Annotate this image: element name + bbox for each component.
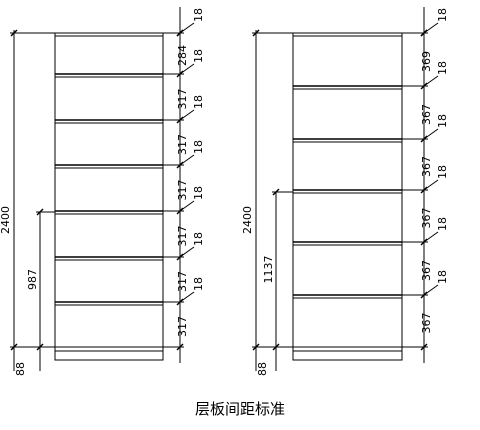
right_cabinet-thickness-leader-6 (423, 284, 439, 296)
left_cabinet-board-thickness-label-3: 18 (192, 95, 205, 109)
right_cabinet-lower-height-label: 1137 (262, 256, 275, 284)
right_cabinet-thickness-leader-4 (423, 179, 439, 191)
left_cabinet-shelf-spacing-label-3: 317 (176, 134, 189, 155)
left_cabinet-thickness-leader-2 (179, 63, 195, 75)
left_cabinet-lower-dim-tick-top (36, 208, 44, 216)
left_cabinet-total-dim-tick-top (10, 29, 18, 37)
right_cabinet-shelf-spacing-label-2: 367 (420, 104, 433, 125)
drawing-caption: 层板间距标准 (194, 400, 285, 418)
right_cabinet-thickness-leader-1 (423, 22, 439, 34)
right_cabinet-shelf-spacing-label-1: 369 (420, 51, 433, 72)
right_cabinet-lower-dim-tick-top (272, 188, 280, 196)
left_cabinet-board-thickness-label-2: 18 (192, 49, 205, 63)
right_cabinet-board-thickness-label-6: 18 (436, 270, 449, 284)
left_cabinet-board-thickness-label-7: 18 (192, 277, 205, 291)
left_cabinet-shelf-spacing-label-1: 284 (176, 45, 189, 66)
right_cabinet-shelf-spacing-label-4: 367 (420, 208, 433, 229)
left_cabinet-shelf-spacing-label-7: 317 (176, 316, 189, 337)
right_cabinet-board-thickness-label-2: 18 (436, 61, 449, 75)
right_cabinet-base-height-label: 88 (256, 362, 269, 376)
right_cabinet-thickness-leader-3 (423, 128, 439, 140)
left_cabinet-thickness-leader-1 (179, 22, 195, 34)
right_cabinet-total-dim-tick-top (252, 29, 260, 37)
right_cabinet-shelf-spacing-label-6: 367 (420, 313, 433, 334)
left_cabinet-shelf-spacing-label-5: 317 (176, 226, 189, 247)
right_cabinet-cabinet-outline (292, 32, 403, 361)
left_cabinet-total-height-label: 2400 (0, 206, 12, 234)
right_cabinet-board-thickness-label-5: 18 (436, 217, 449, 231)
left_cabinet-board-thickness-label-5: 18 (192, 186, 205, 200)
right_cabinet-board-thickness-label-1: 18 (436, 8, 449, 22)
left_cabinet-board-thickness-label-1: 18 (192, 8, 205, 22)
right_cabinet-thickness-leader-2 (423, 75, 439, 87)
left_cabinet-shelf-spacing-label-4: 317 (176, 180, 189, 201)
right_cabinet-board-thickness-label-4: 18 (436, 165, 449, 179)
left_cabinet-thickness-leader-6 (179, 246, 195, 258)
left_cabinet-thickness-leader-5 (179, 200, 195, 212)
right_cabinet-shelf-spacing-label-3: 367 (420, 156, 433, 177)
right_cabinet-board-thickness-label-3: 18 (436, 114, 449, 128)
left_cabinet-shelf-spacing-label-2: 317 (176, 89, 189, 110)
left_cabinet-thickness-leader-3 (179, 109, 195, 121)
left_cabinet-base-height-label: 88 (14, 362, 27, 376)
right_cabinet-total-height-label: 2400 (241, 206, 254, 234)
left_cabinet-cabinet-outline (54, 32, 164, 361)
left_cabinet-board-thickness-label-4: 18 (192, 140, 205, 154)
left_cabinet-shelf-spacing-label-6: 317 (176, 271, 189, 292)
left_cabinet-thickness-leader-7 (179, 291, 195, 303)
right_cabinet-thickness-leader-5 (423, 231, 439, 243)
left_cabinet-lower-height-label: 987 (26, 269, 39, 290)
left_cabinet-board-thickness-label-6: 18 (192, 232, 205, 246)
left_cabinet-thickness-leader-4 (179, 154, 195, 166)
right_cabinet-shelf-spacing-label-5: 367 (420, 260, 433, 281)
